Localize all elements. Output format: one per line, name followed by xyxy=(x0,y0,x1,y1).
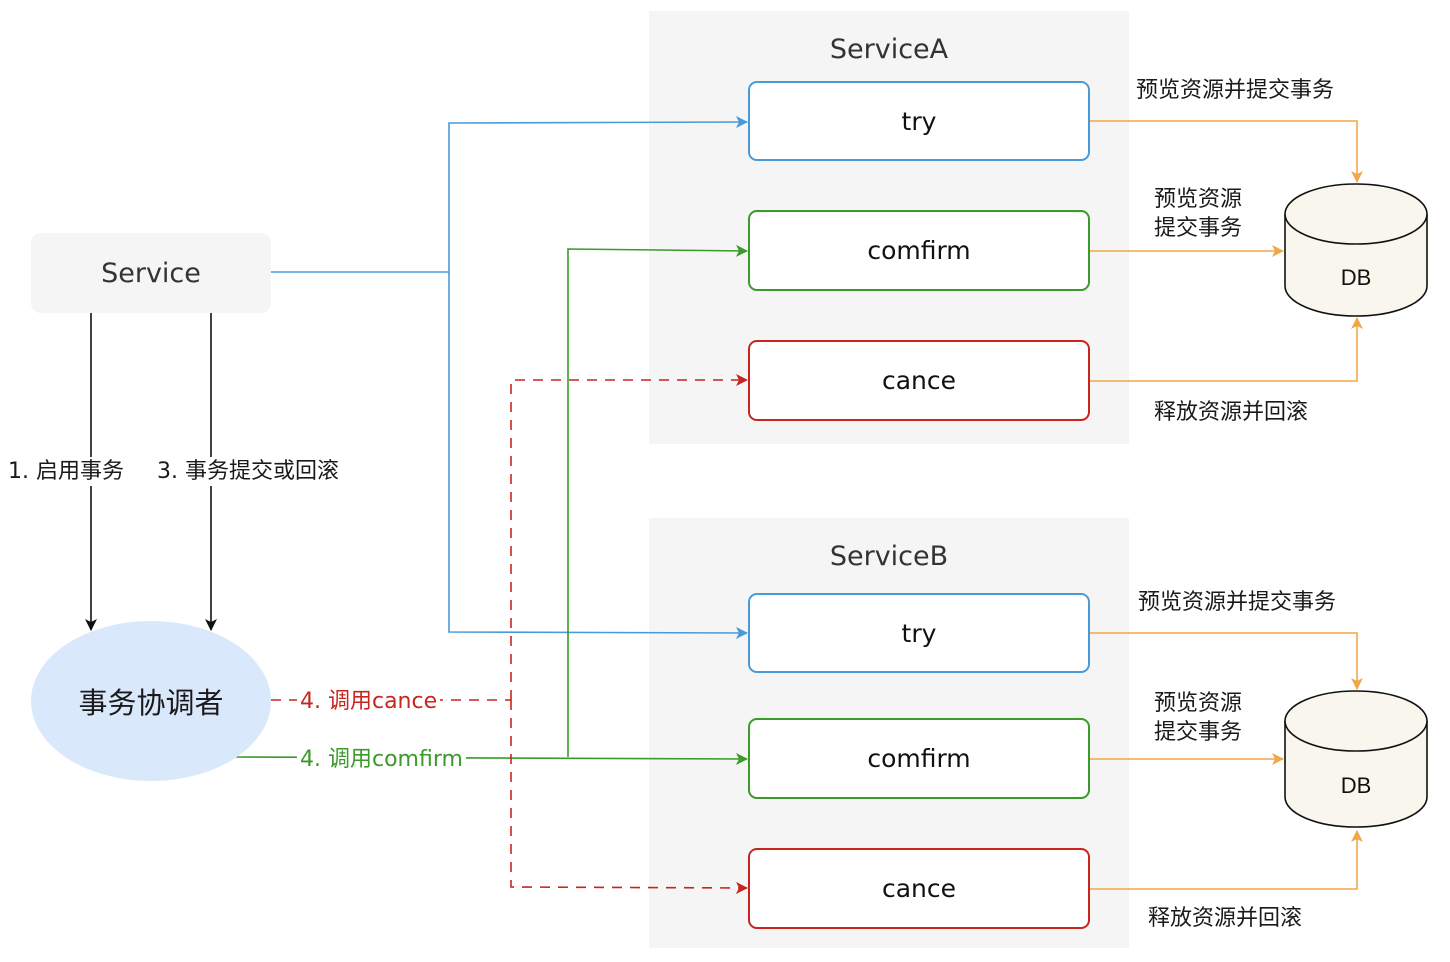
service-b-cancel: cance xyxy=(748,848,1090,929)
service-node: Service xyxy=(31,233,271,313)
edge-cancel-a-to-db xyxy=(1090,317,1363,382)
service-a-cancel: cance xyxy=(748,340,1090,421)
service-a-title: ServiceA xyxy=(829,34,949,65)
edge-confirm-to-a xyxy=(567,244,748,757)
service-a-confirm-note-1: 预览资源 xyxy=(1153,187,1242,212)
call-cance-label: 4. 调用cance xyxy=(297,689,441,715)
service-a-cancel-note: 释放资源并回滚 xyxy=(1154,400,1309,425)
service-a-try: try xyxy=(748,81,1090,161)
db-b-cylinder: DB xyxy=(1284,690,1428,828)
edge-service-to-try-a xyxy=(271,116,748,273)
service-a-confirm-note-2: 提交事务 xyxy=(1153,216,1242,241)
edge-try-a-to-db xyxy=(1090,120,1363,183)
db-a-label: DB xyxy=(1341,265,1372,290)
step-start-label: 1. 启用事务 xyxy=(8,457,124,486)
service-b-confirm: comfirm xyxy=(748,718,1090,799)
db-a-cylinder: DB xyxy=(1284,183,1428,317)
service-b-try: try xyxy=(748,593,1090,673)
service-a-try-note: 预览资源并提交事务 xyxy=(1136,78,1335,103)
edge-try-b-to-db xyxy=(1090,632,1363,690)
coordinator-node: 事务协调者 xyxy=(31,621,271,781)
service-b-title: ServiceB xyxy=(829,541,949,572)
service-b-try-note: 预览资源并提交事务 xyxy=(1138,590,1337,615)
edge-cancel-to-b xyxy=(510,700,748,894)
call-comfirm-label: 4. 调用comfirm xyxy=(297,747,466,773)
edge-service-to-try-b xyxy=(448,272,748,639)
service-a-confirm: comfirm xyxy=(748,210,1090,291)
service-b-confirm-note-2: 提交事务 xyxy=(1153,720,1242,745)
edge-cancel-to-a xyxy=(510,374,748,700)
service-b-cancel-note: 释放资源并回滚 xyxy=(1148,906,1303,931)
db-b-label: DB xyxy=(1341,773,1372,798)
step-commit-rollback-label: 3. 事务提交或回滚 xyxy=(157,457,339,486)
service-b-confirm-note-1: 预览资源 xyxy=(1153,691,1242,716)
edge-cancel-b-to-db xyxy=(1090,830,1363,890)
